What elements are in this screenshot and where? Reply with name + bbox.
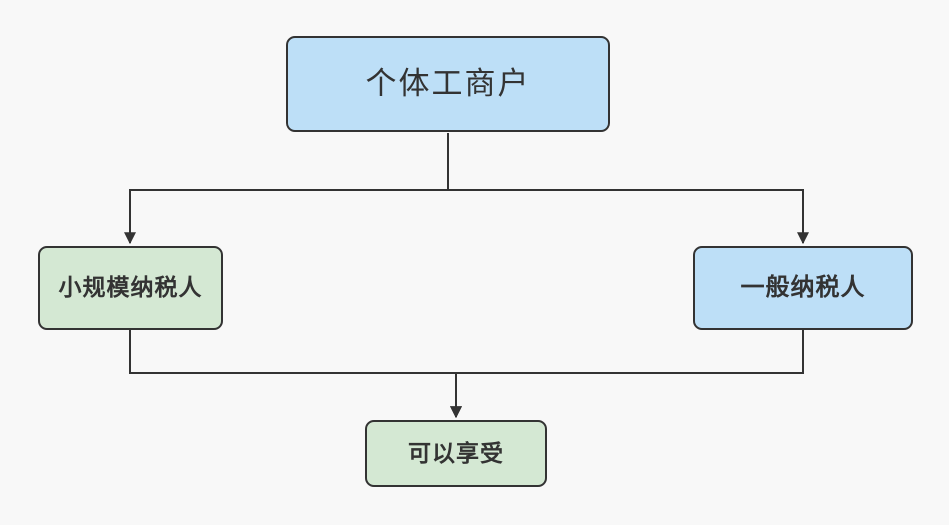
node-root: 个体工商户 bbox=[286, 36, 610, 132]
node-small-scale-taxpayer: 小规模纳税人 bbox=[38, 246, 223, 330]
edge-root-to-small-scale-taxpayer bbox=[124, 133, 449, 245]
edge-general-taxpayer-to-benefit bbox=[450, 330, 804, 419]
edge-root-to-general-taxpayer bbox=[447, 133, 809, 245]
node-general-taxpayer-label: 一般纳税人 bbox=[740, 273, 866, 301]
node-root-label: 个体工商户 bbox=[365, 66, 531, 102]
node-benefit: 可以享受 bbox=[365, 420, 547, 487]
node-small-scale-taxpayer-label: 小规模纳税人 bbox=[58, 274, 203, 301]
edge-small-scale-taxpayer-to-benefit bbox=[129, 330, 462, 419]
node-general-taxpayer: 一般纳税人 bbox=[693, 246, 913, 330]
node-benefit-label: 可以享受 bbox=[408, 439, 504, 466]
